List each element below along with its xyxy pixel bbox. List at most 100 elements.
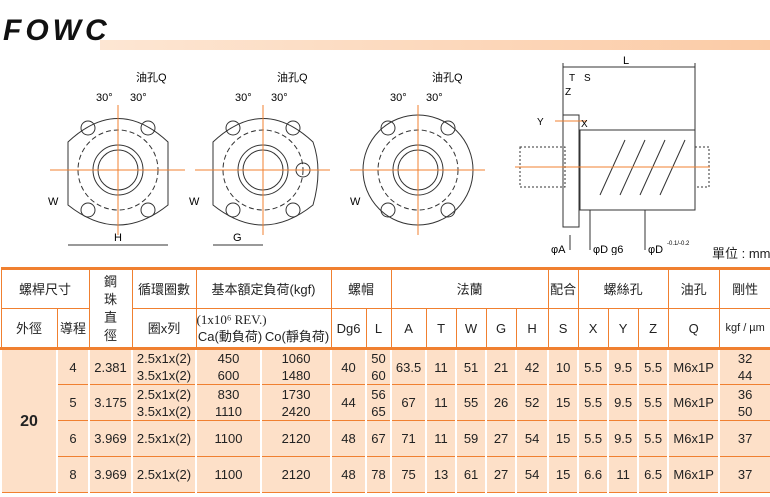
y-header: Y — [607, 308, 639, 349]
k-value: 36 — [737, 386, 753, 402]
h-cell: 54 — [515, 456, 550, 493]
oil-hole-label: 油孔Q — [277, 70, 308, 84]
h-cell: 54 — [515, 420, 550, 457]
l-value: 50 — [371, 351, 386, 366]
angle-label: 30° — [390, 92, 407, 104]
stiffness-header: 剛性 — [718, 268, 770, 309]
co-value: 2120 — [281, 431, 311, 446]
flange-header: 法蘭 — [390, 268, 549, 309]
y-cell: 9.5 — [607, 384, 640, 421]
angle-label: 30° — [271, 92, 288, 104]
circ-cell: 2.5x1x(2)3.5x1x(2) — [131, 348, 198, 385]
co-header: Co(靜負荷) — [264, 329, 330, 344]
k-value: 37 — [737, 431, 753, 446]
co-cell: 2120 — [260, 420, 333, 457]
z-header: Z — [637, 308, 669, 349]
co-value: 1060 — [281, 351, 311, 366]
ca-value: 450 — [217, 351, 240, 366]
k-value: 37 — [737, 467, 753, 482]
w-cell: 59 — [455, 420, 488, 457]
w-label: W — [189, 196, 200, 208]
l-value: 67 — [371, 431, 386, 446]
s-cell: 15 — [547, 456, 580, 493]
g-cell: 27 — [485, 456, 518, 493]
circ-value: 2.5x1x(2) — [136, 386, 192, 402]
ca-value: 1110 — [215, 403, 243, 419]
q-cell: M6x1P — [667, 384, 721, 421]
phi-dg6-label: φD g6 — [593, 244, 623, 255]
t-cell: 11 — [425, 384, 458, 421]
ca-value: 1100 — [214, 467, 243, 482]
l-value: 56 — [371, 386, 386, 402]
ca-cell: 1100 — [195, 456, 263, 493]
k-cell: 37 — [718, 420, 770, 457]
outer-dia-cell: 20 — [0, 348, 58, 493]
s-cell: 10 — [547, 348, 580, 385]
title-band — [100, 40, 770, 50]
lead-header: 導程 — [56, 308, 90, 349]
dg6-cell: 44 — [330, 384, 368, 421]
flange-drawing-round-cut: 油孔Q 30° 30° W H — [48, 70, 185, 246]
ca-cell: 1100 — [195, 420, 263, 457]
q-cell: M6x1P — [667, 420, 721, 457]
t-label: T — [569, 73, 575, 84]
s-label: S — [584, 73, 591, 84]
ball-cell: 3.969 — [88, 420, 134, 457]
t-cell: 11 — [425, 348, 458, 385]
angle-label: 30° — [96, 92, 113, 104]
ca-value: 830 — [217, 386, 240, 402]
l-header: L — [365, 308, 392, 349]
dg6-cell: 48 — [330, 420, 368, 457]
t-header: T — [425, 308, 457, 349]
circ-cell: 2.5x1x(2) — [131, 456, 198, 493]
h-header: H — [515, 308, 549, 349]
circ-value: 3.5x1x(2) — [136, 368, 192, 383]
x-cell: 6.6 — [577, 456, 610, 493]
g-cell: 21 — [485, 348, 518, 385]
stiffness-unit: kgf / µm — [718, 308, 770, 349]
co-value: 2120 — [281, 467, 311, 482]
l-cell: 78 — [365, 456, 393, 493]
z-cell: 5.5 — [637, 384, 670, 421]
g-header: G — [485, 308, 517, 349]
circ-cell: 2.5x1x(2)3.5x1x(2) — [131, 384, 198, 421]
x-cell: 5.5 — [577, 348, 610, 385]
s-cell: 15 — [547, 384, 580, 421]
s-header: S — [547, 308, 579, 349]
x-cell: 5.5 — [577, 420, 610, 457]
dg6-cell: 40 — [330, 348, 368, 385]
y-cell: 9.5 — [607, 420, 640, 457]
dg6-cell: 48 — [330, 456, 368, 493]
z-label: Z — [565, 87, 571, 98]
g-label: G — [233, 232, 242, 244]
g-cell: 26 — [485, 384, 518, 421]
k-value: 32 — [737, 351, 753, 366]
w-label: W — [350, 196, 361, 208]
s-cell: 15 — [547, 420, 580, 457]
l-label: L — [623, 55, 629, 67]
angle-label: 30° — [235, 92, 252, 104]
circ-value: 2.5x1x(2) — [136, 467, 192, 482]
oil-hole-label: 油孔Q — [432, 70, 463, 84]
circuits-header: 循環圈數 — [131, 268, 197, 309]
angle-label: 30° — [426, 92, 443, 104]
w-cell: 61 — [455, 456, 488, 493]
dg6-header: Dg6 — [330, 308, 367, 349]
screw-size-header: 螺桿尺寸 — [0, 268, 90, 309]
a-cell: 71 — [390, 420, 428, 457]
lead-cell: 5 — [55, 384, 91, 421]
lead-cell: 4 — [55, 348, 91, 385]
side-view-drawing: L T S Z Y X φA φD g6 φD -0.1/-0.2 — [515, 55, 710, 255]
z-cell: 5.5 — [637, 348, 670, 385]
a-header: A — [390, 308, 427, 349]
